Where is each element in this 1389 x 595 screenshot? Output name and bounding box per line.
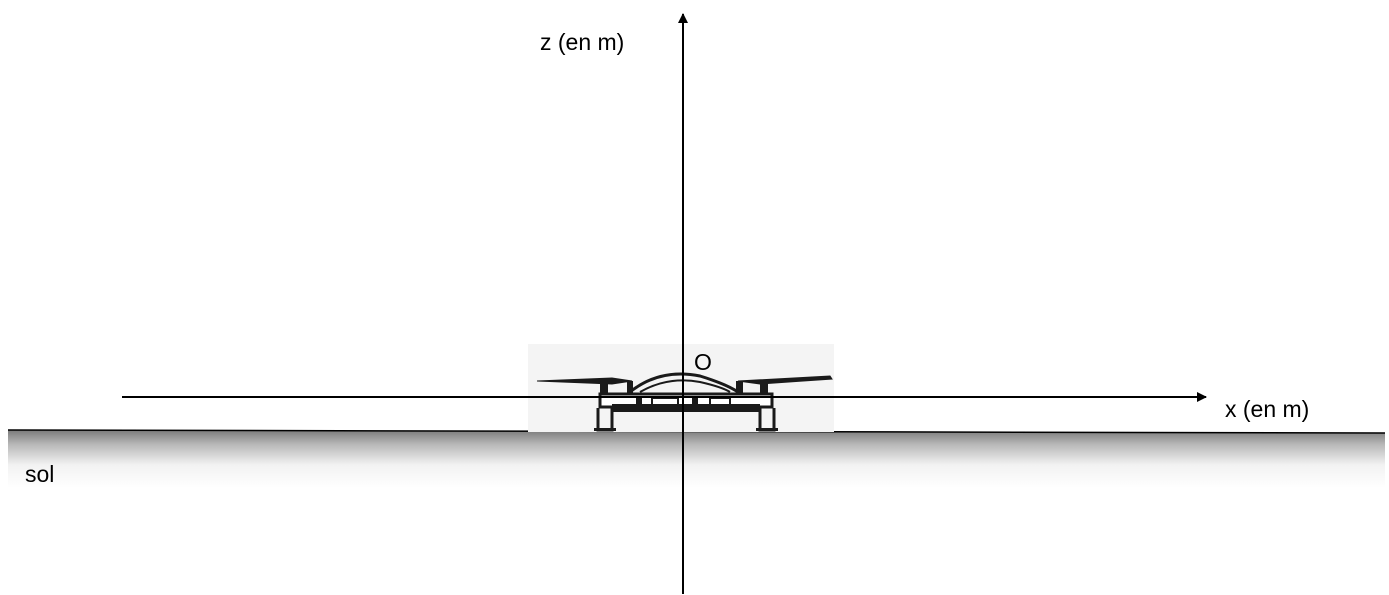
quadcopter-drone-icon: [528, 344, 834, 432]
origin-label: O: [694, 349, 712, 375]
ground-shade: [8, 430, 1385, 488]
ground: [7, 429, 1386, 488]
ground-label: sol: [25, 461, 54, 487]
x-axis-label: x (en m): [1225, 396, 1309, 422]
z-axis-label: z (en m): [540, 29, 624, 55]
